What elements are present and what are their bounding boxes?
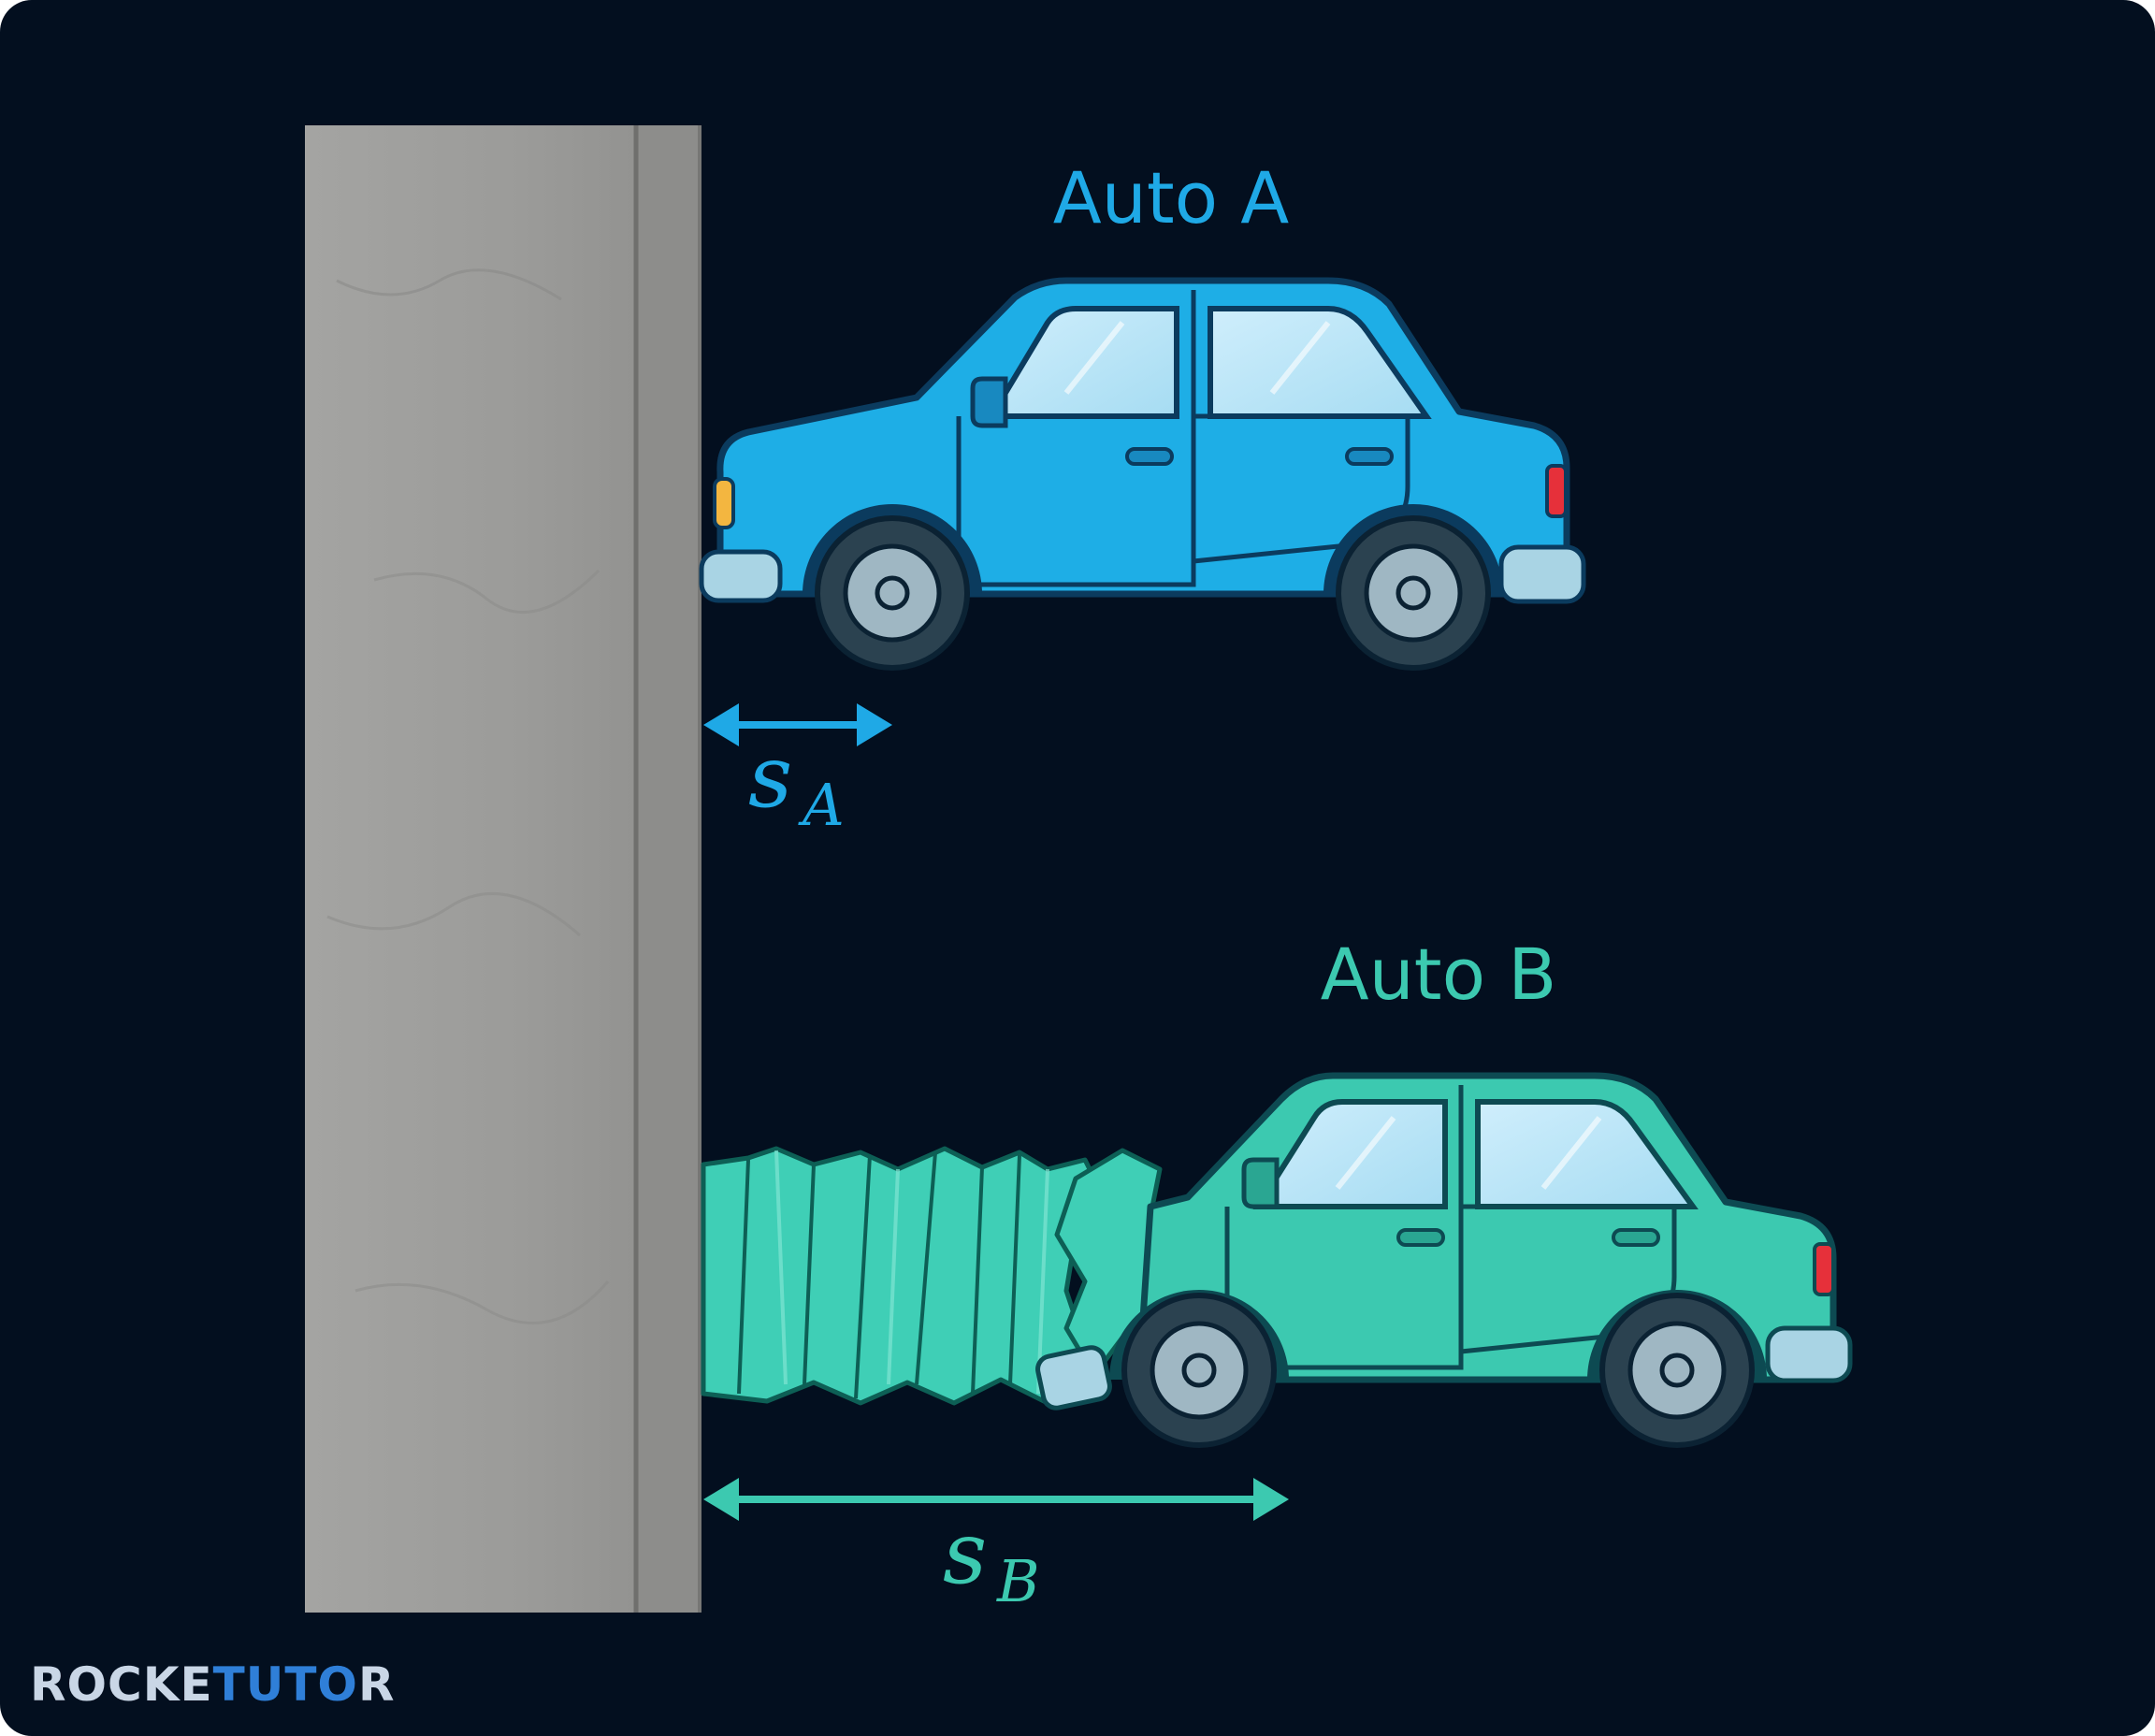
car-b-label: Auto B [1321,933,1557,1016]
distance-label-a-symbol: s [748,727,792,827]
brand-logo-part2: TUTO [213,1657,358,1712]
car-b [1035,1072,1853,1448]
distance-arrow-a [703,703,892,746]
car-a-label: Auto A [1053,156,1290,239]
brand-logo-part3: R [358,1657,396,1712]
brand-logo-text: ROCKETUTOR [30,1657,395,1712]
distance-arrow-b [703,1478,1289,1521]
distance-label-b-symbol: s [943,1503,987,1603]
car-a [699,277,1586,671]
distance-label-a-subscript: A [798,771,845,839]
distance-label-b-subscript: B [996,1547,1040,1615]
brand-logo: ROCKETUTOR [30,1657,395,1712]
brand-logo-part1: ROCKE [30,1657,213,1712]
concrete-wall [305,125,701,1613]
